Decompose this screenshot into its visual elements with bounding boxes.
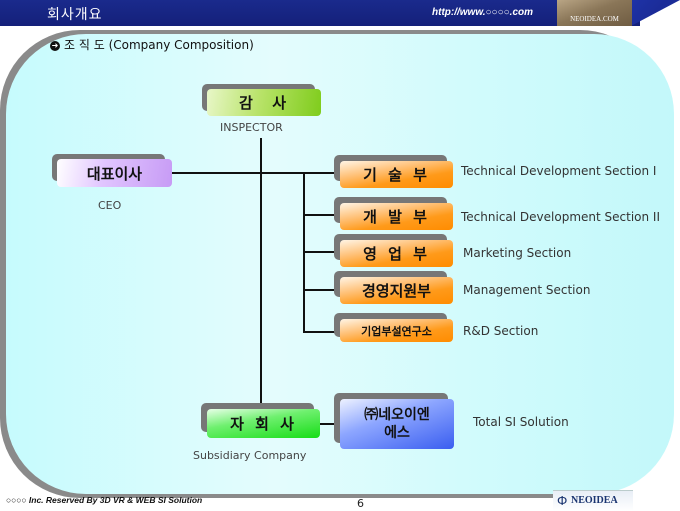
subsidiary-sublabel: Subsidiary Company xyxy=(193,449,307,462)
dept-description: Technical Development Section II xyxy=(461,210,660,224)
subsidiary-company-label-line2: 에스 xyxy=(384,425,410,441)
connector-dept-5 xyxy=(303,331,340,333)
subsidiary-company-label-line1: ㈜네오이엔 xyxy=(364,407,430,423)
dept-label: 기 술 부 xyxy=(363,166,430,184)
dept-box-management[interactable]: 경영지원부 xyxy=(340,277,453,304)
dept-box-technical-2[interactable]: 개 발 부 xyxy=(340,203,453,230)
ceo-sublabel: CEO xyxy=(98,199,122,212)
inspector-box[interactable]: 감 사 xyxy=(207,89,321,116)
footer-logo-text: NEOIDEA xyxy=(571,495,618,506)
dept-description: Marketing Section xyxy=(463,246,572,260)
connector-subsidiary xyxy=(320,423,340,425)
dept-description: R&D Section xyxy=(463,324,539,338)
connector-dept-4 xyxy=(303,289,340,291)
inspector-label: 감 사 xyxy=(238,94,290,112)
right-arrow-circle-icon: ➜ xyxy=(50,41,60,51)
dept-label: 영 업 부 xyxy=(363,245,430,263)
footer-logo: Ф NEOIDEA xyxy=(553,490,633,511)
header: 회사개요 http://www.○○○○.com NEOIDEA.COM xyxy=(0,0,680,26)
connector-dept-3 xyxy=(303,251,340,253)
dept-label: 기업부설연구소 xyxy=(361,324,432,338)
ceo-box[interactable]: 대표이사 xyxy=(57,159,172,187)
dept-box-marketing[interactable]: 영 업 부 xyxy=(340,240,453,267)
header-url[interactable]: http://www.○○○○.com xyxy=(432,7,534,18)
inspector-sublabel: INSPECTOR xyxy=(220,121,283,134)
subsidiary-box[interactable]: 자 회 사 xyxy=(207,409,320,438)
subsidiary-label: 자 회 사 xyxy=(230,415,297,433)
section-title: ➜ 조 직 도 (Company Composition) xyxy=(50,36,254,53)
header-title: 회사개요 xyxy=(47,7,103,23)
header-logo-text: NEOIDEA.COM xyxy=(570,15,619,23)
dept-label: 경영지원부 xyxy=(361,282,431,300)
dept-description: Technical Development Section I xyxy=(461,164,657,178)
subsidiary-company-description: Total SI Solution xyxy=(473,415,569,429)
neoidea-logo-icon: Ф xyxy=(557,494,568,508)
dept-box-rnd[interactable]: 기업부설연구소 xyxy=(340,319,453,342)
ceo-label: 대표이사 xyxy=(86,164,143,183)
section-title-text: 조 직 도 (Company Composition) xyxy=(64,38,254,52)
header-logo-image: NEOIDEA.COM xyxy=(557,0,632,26)
connector-main-vertical xyxy=(260,138,262,410)
dept-description: Management Section xyxy=(463,283,591,297)
header-bar xyxy=(0,0,640,26)
footer-copyright: ○○○○ Inc. Reserved By 3D VR & WEB SI Sol… xyxy=(6,495,203,505)
connector-dept-2 xyxy=(303,214,340,216)
connector-ceo-horizontal xyxy=(172,172,340,174)
subsidiary-company-box[interactable]: ㈜네오이엔 에스 xyxy=(340,399,454,449)
dept-label: 개 발 부 xyxy=(363,208,430,226)
dept-box-technical-1[interactable]: 기 술 부 xyxy=(340,161,453,188)
page-number: 6 xyxy=(357,497,364,510)
